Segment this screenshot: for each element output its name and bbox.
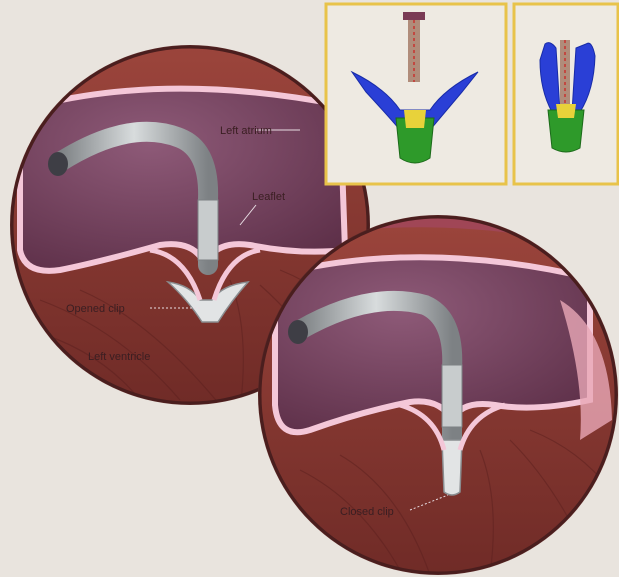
svg-text:Closed clip: Closed clip bbox=[340, 506, 394, 518]
left-atrium-chamber-closed bbox=[275, 257, 590, 432]
svg-text:Left atrium: Left atrium bbox=[220, 125, 272, 137]
svg-text:Left ventricle: Left ventricle bbox=[88, 351, 150, 363]
label-left-ventricle: Left ventricle bbox=[88, 351, 150, 363]
left-atrium-chamber bbox=[20, 89, 345, 271]
inset-closed-clip-render bbox=[514, 4, 618, 184]
svg-text:Opened clip: Opened clip bbox=[66, 303, 125, 315]
inset-open-clip-render bbox=[326, 4, 506, 184]
svg-text:Leaflet: Leaflet bbox=[252, 191, 285, 203]
